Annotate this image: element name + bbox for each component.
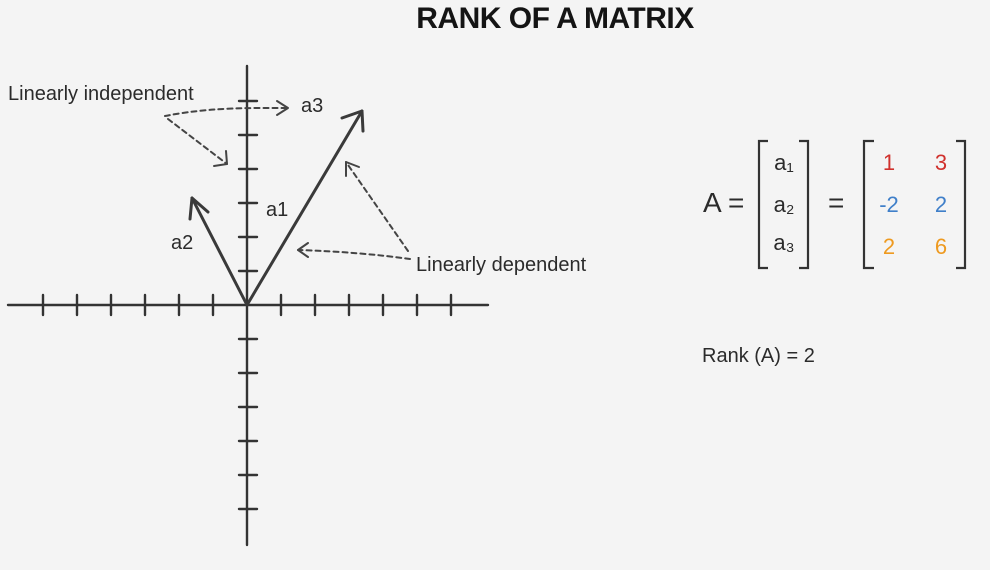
vector-a2 <box>188 196 249 307</box>
right-bracket-rows <box>799 139 810 270</box>
left-bracket-values <box>862 139 874 270</box>
label-a3: a3 <box>301 95 323 117</box>
matrix-value-r3c1: 2 <box>883 234 895 259</box>
matrix-value-r1c1: 1 <box>883 150 895 175</box>
matrix-value-r3c2: 6 <box>935 234 947 259</box>
row-vector-3: a₃ <box>773 230 794 255</box>
matrix-value-r2c2: 2 <box>935 192 947 217</box>
matrix-value-r1c2: 3 <box>935 150 947 175</box>
x-axis-ticks <box>41 293 453 317</box>
matrix-name: A <box>703 187 722 218</box>
vector-a3-marker <box>276 100 289 116</box>
rank-text: Rank (A) = 2 <box>702 345 815 367</box>
equals-sign-2: = <box>828 187 844 218</box>
row-vector-2: a₂ <box>774 192 795 217</box>
matrix-value-r2c1: -2 <box>879 192 899 217</box>
vector-a1 <box>245 109 365 307</box>
right-bracket-values <box>956 139 967 270</box>
dependent-pointer <box>297 161 411 260</box>
label-a2: a2 <box>171 232 193 254</box>
label-linearly-independent: Linearly independent <box>8 83 194 105</box>
independent-pointer <box>164 107 287 167</box>
y-axis-ticks <box>237 99 259 511</box>
page-title: RANK OF A MATRIX <box>416 2 694 35</box>
matrix-equation: A = a₁ a₂ a₃ = 1 3 -2 2 2 6 <box>703 139 967 270</box>
label-a1: a1 <box>266 199 288 221</box>
row-vector-1: a₁ <box>774 150 794 175</box>
left-bracket-rows <box>757 139 768 270</box>
label-linearly-dependent: Linearly dependent <box>416 254 587 276</box>
equals-sign-1: = <box>728 187 744 218</box>
